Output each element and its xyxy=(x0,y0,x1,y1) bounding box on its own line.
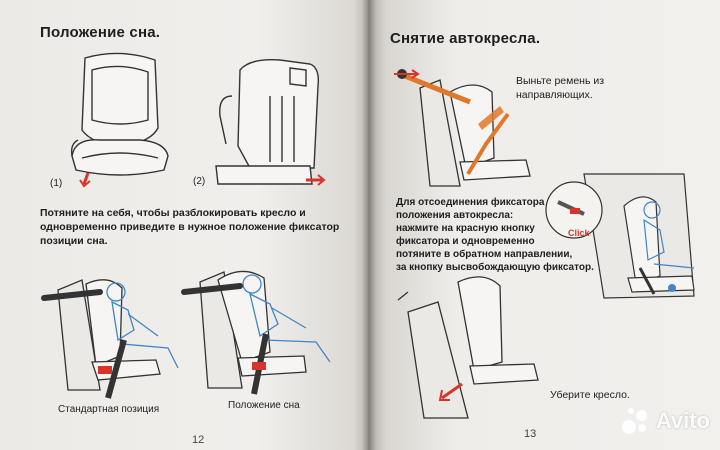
remove-belt-line: направляющих. xyxy=(516,89,593,101)
sleep-instruction: Потяните на себя, чтобы разблокировать к… xyxy=(40,206,339,248)
remove-seat-illustration xyxy=(397,276,539,419)
page-number-right: 13 xyxy=(524,428,537,440)
caption-standard-position: Стандартная позиция xyxy=(58,404,160,415)
unlock-instruction-line: нажмите на красную кнопку xyxy=(396,223,535,234)
avito-logo-icon xyxy=(620,406,650,436)
sleep-instruction-line: Потяните на себя, чтобы разблокировать к… xyxy=(40,207,306,219)
remove-belt-instruction: Выньте ремень из направляющих. xyxy=(516,74,604,102)
unlock-instruction-line: положения автокресла: xyxy=(396,210,514,221)
remove-seat-instruction: Уберите кресло. xyxy=(550,389,630,401)
avito-watermark: Avito xyxy=(620,404,710,438)
seat-illustration-1 xyxy=(70,52,169,188)
page-right: Снятие автокресла. Выньте ремень из напр… xyxy=(368,0,720,450)
step-label-1: (1) xyxy=(50,178,63,189)
caption-sleep-position: Положение сна xyxy=(228,400,300,411)
unlock-instruction-line: фиксатора и одновременно xyxy=(396,236,535,247)
isofix-release-illustration xyxy=(545,173,695,299)
page-number-left: 12 xyxy=(192,434,205,446)
sleep-position-illustration xyxy=(181,270,331,395)
section-title-seat-removal: Снятие автокресла. xyxy=(390,30,541,47)
watermark-text: Avito xyxy=(655,408,710,433)
seat-illustration-2 xyxy=(215,59,326,186)
unlock-instruction-line: потяните в обратном направлении, xyxy=(396,249,573,260)
unlock-instruction-line: Для отсоединения фиксатора xyxy=(396,197,545,208)
standard-position-illustration xyxy=(41,279,179,399)
step-label-2: (2) xyxy=(193,176,206,187)
unlock-instruction-line: за кнопку высвобождающую фиксатор. xyxy=(396,262,594,273)
unlock-instruction: Для отсоединения фиксатора положения авт… xyxy=(396,196,594,274)
section-title-sleep-position: Положение сна. xyxy=(40,24,161,41)
belt-removal-illustration xyxy=(394,69,531,187)
sleep-instruction-line: одновременно приведите в нужное положени… xyxy=(40,221,340,233)
booklet-spine xyxy=(362,0,376,450)
sleep-instruction-line: позиции сна. xyxy=(40,235,108,247)
remove-belt-line: Выньте ремень из xyxy=(516,75,605,87)
page-left: Положение сна. (1) xyxy=(0,0,368,450)
click-label: Click xyxy=(568,228,590,238)
